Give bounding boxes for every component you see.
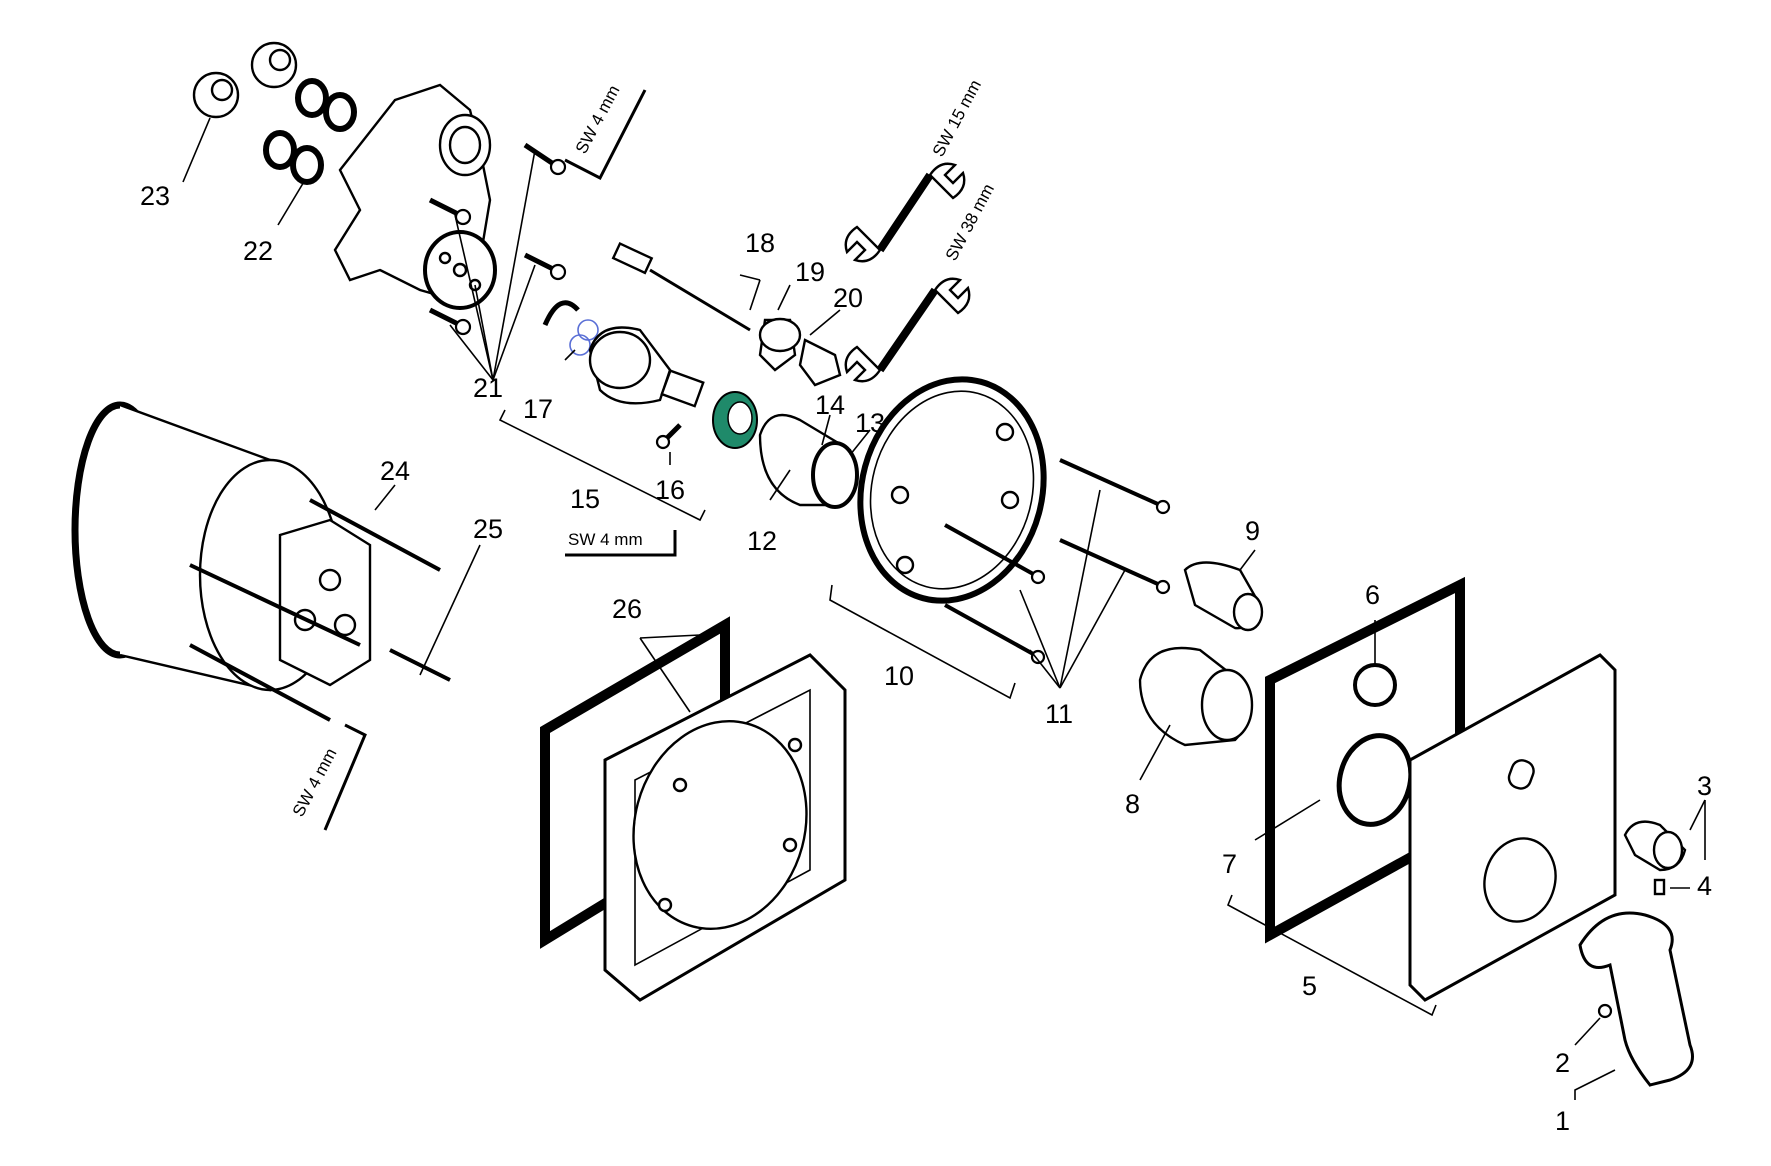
part-11-long-screws bbox=[944, 458, 1171, 665]
leaders-11 bbox=[1019, 489, 1126, 689]
leaders-21 bbox=[449, 149, 536, 381]
label-11: 11 bbox=[1045, 699, 1073, 729]
label-14: 14 bbox=[815, 390, 845, 420]
label-15: 15 bbox=[570, 484, 600, 514]
part-3-knob bbox=[1623, 820, 1687, 872]
leader-19 bbox=[777, 284, 791, 311]
leader-3 bbox=[1689, 799, 1706, 831]
bracket-5 bbox=[1226, 894, 1437, 1017]
label-6: 6 bbox=[1365, 580, 1380, 610]
label-16: 16 bbox=[655, 475, 685, 505]
label-21: 21 bbox=[473, 373, 503, 403]
leader-26a bbox=[639, 637, 691, 713]
leader-8 bbox=[1139, 724, 1171, 781]
label-22: 22 bbox=[243, 236, 273, 266]
tool-wrench-38 bbox=[844, 277, 971, 383]
part-18-rod bbox=[611, 241, 751, 332]
leader-25 bbox=[419, 544, 481, 676]
label-24: 24 bbox=[380, 456, 410, 486]
leader-24 bbox=[374, 484, 396, 511]
leader-20 bbox=[809, 309, 841, 336]
part-17-clip bbox=[542, 300, 599, 361]
part-10-round-plate bbox=[857, 376, 1047, 604]
tool-hex-key-mid bbox=[565, 530, 677, 557]
part-12-sleeve bbox=[758, 413, 859, 509]
leader-23 bbox=[182, 117, 211, 183]
leader-13 bbox=[849, 429, 871, 456]
part-19-insert bbox=[758, 317, 802, 372]
tool-hex-key-top bbox=[564, 89, 647, 181]
part-1-lever bbox=[1578, 911, 1694, 1087]
leader-7 bbox=[1254, 799, 1321, 841]
part-20-nut bbox=[798, 338, 842, 387]
bracket-1 bbox=[1574, 1069, 1616, 1100]
label-13: 13 bbox=[855, 408, 885, 438]
label-19: 19 bbox=[795, 257, 825, 287]
part-5-cover-plate bbox=[1408, 653, 1617, 1002]
tool-wrench-15 bbox=[844, 162, 966, 263]
label-9: 9 bbox=[1245, 516, 1260, 546]
tool-label-hex-mid: SW 4 mm bbox=[568, 530, 643, 549]
label-8: 8 bbox=[1125, 789, 1140, 819]
leader-22 bbox=[277, 179, 306, 226]
label-1: 1 bbox=[1555, 1106, 1570, 1136]
part-4-set-screw bbox=[1653, 878, 1666, 896]
part-22-o-rings bbox=[263, 78, 357, 185]
leader-18a bbox=[749, 279, 761, 311]
label-18: 18 bbox=[745, 228, 775, 258]
part-15-cartridge bbox=[588, 326, 705, 408]
label-17: 17 bbox=[523, 394, 553, 424]
leader-12 bbox=[769, 469, 791, 501]
label-20: 20 bbox=[833, 283, 863, 313]
part-23-sleeves bbox=[192, 41, 298, 119]
bracket-10 bbox=[829, 584, 1016, 700]
part-17-o-ring-icon bbox=[577, 319, 599, 341]
label-10: 10 bbox=[884, 661, 914, 691]
leader-9 bbox=[1239, 549, 1256, 571]
part-26-frame bbox=[603, 653, 847, 1002]
label-25: 25 bbox=[473, 514, 503, 544]
tool-hex-key-left bbox=[323, 723, 367, 831]
label-5: 5 bbox=[1302, 971, 1317, 1001]
leader-2 bbox=[1574, 1017, 1601, 1046]
part-24-screws bbox=[189, 498, 451, 722]
leader-26b bbox=[639, 634, 701, 639]
leader-18b bbox=[739, 274, 761, 281]
tool-label-wrench-15: SW 15 mm bbox=[929, 77, 985, 160]
label-4: 4 bbox=[1697, 871, 1712, 901]
label-23: 23 bbox=[140, 181, 170, 211]
part-16-screw bbox=[655, 423, 682, 450]
part-9-cap bbox=[1183, 561, 1264, 632]
label-2: 2 bbox=[1555, 1048, 1570, 1078]
label-12: 12 bbox=[747, 526, 777, 556]
part-8-sleeve bbox=[1138, 646, 1254, 747]
part-2-screw bbox=[1597, 1003, 1613, 1019]
part-24-housing bbox=[71, 401, 372, 692]
part-14-green-ring bbox=[712, 391, 758, 449]
part-valve-body bbox=[333, 83, 497, 310]
bracket-15 bbox=[498, 409, 706, 522]
label-7: 7 bbox=[1222, 849, 1237, 879]
leader-14 bbox=[821, 414, 831, 446]
label-26: 26 bbox=[612, 594, 642, 624]
label-3: 3 bbox=[1697, 771, 1712, 801]
